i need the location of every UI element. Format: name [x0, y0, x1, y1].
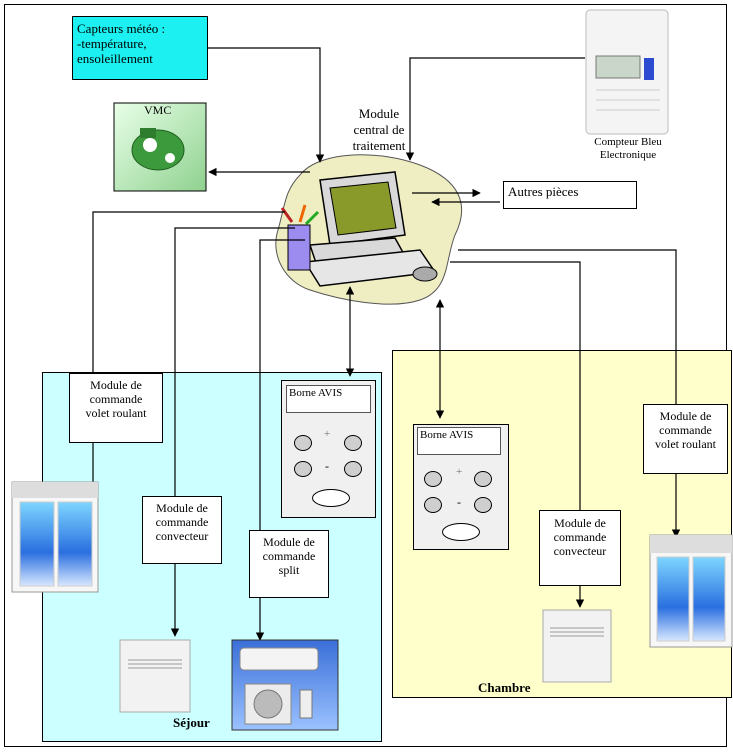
chambre-convecteur-module: Module de commande convecteur	[539, 510, 621, 586]
central-line1: Module	[358, 106, 400, 121]
sejour-room-label: Séjour	[173, 715, 210, 730]
sejour-split-module: Module de commande split	[249, 530, 329, 598]
chambre-conv-line3: convecteur	[553, 544, 607, 558]
sejour-split-line3: split	[278, 563, 300, 577]
weather-sensors-box: Capteurs météo : -température, ensoleill…	[72, 16, 208, 80]
sejour-btn-tr[interactable]	[344, 435, 362, 451]
sejour-conv-line2: commande	[155, 515, 209, 529]
computer-icon	[280, 171, 438, 287]
sejour-btn-tl[interactable]	[294, 435, 312, 451]
sejour-split-line2: commande	[262, 549, 316, 563]
chambre-btn-br[interactable]	[474, 497, 492, 513]
chambre-borne-screen: Borne AVIS	[417, 427, 501, 455]
chambre-volet-line2: commande	[659, 423, 712, 437]
sensors-line2: -température,	[77, 36, 147, 51]
chambre-volet-module: Module de commande volet roulant	[643, 404, 728, 474]
sejour-btn-br[interactable]	[344, 461, 362, 477]
sejour-borne-label: Borne AVIS	[289, 387, 343, 399]
sejour-split-line1: Module de	[263, 535, 315, 549]
central-module-label: Module central de traitement	[334, 106, 424, 154]
meter-line1: Compteur Bleu	[594, 136, 662, 148]
meter-label: Compteur Bleu Electronique	[580, 136, 676, 162]
chambre-btn-tl[interactable]	[424, 471, 442, 487]
sensors-line1: Capteurs météo :	[77, 21, 166, 36]
sejour-conv-line1: Module de	[156, 501, 208, 515]
sejour-borne-plus: +	[324, 428, 331, 440]
sejour-volet-line1: Module de	[90, 378, 142, 392]
chambre-conv-line1: Module de	[554, 516, 606, 530]
chambre-borne-avis[interactable]: Borne AVIS + -	[413, 424, 509, 550]
chambre-volet-line1: Module de	[659, 409, 712, 423]
other-rooms-box: Autres pièces	[503, 181, 637, 209]
chambre-btn-oval[interactable]	[442, 523, 480, 541]
sejour-volet-module: Module de commande volet roulant	[69, 373, 163, 443]
sejour-window-image	[11, 481, 99, 593]
chambre-borne-plus: +	[456, 466, 463, 478]
chambre-btn-tr[interactable]	[474, 471, 492, 487]
chambre-window-image	[649, 534, 733, 648]
sejour-volet-line2: commande	[89, 392, 143, 406]
split-unit-image	[231, 639, 339, 731]
sejour-convecteur-module: Module de commande convecteur	[142, 496, 222, 564]
meter-line2: Electronique	[599, 149, 657, 161]
sejour-volet-line3: volet roulant	[85, 406, 147, 420]
sejour-btn-bl[interactable]	[294, 461, 312, 477]
chambre-convector-image	[542, 609, 612, 683]
sejour-borne-minus: -	[325, 459, 329, 473]
other-rooms-label: Autres pièces	[508, 184, 579, 199]
sejour-btn-oval[interactable]	[312, 489, 350, 507]
sejour-borne-screen: Borne AVIS	[286, 385, 371, 413]
sensors-line3: ensoleillement	[77, 51, 153, 66]
chambre-room-label: Chambre	[478, 680, 531, 695]
chambre-volet-line3: volet roulant	[655, 437, 716, 451]
sejour-borne-avis[interactable]: Borne AVIS + -	[281, 380, 376, 518]
chambre-conv-line2: commande	[553, 530, 607, 544]
chambre-borne-label: Borne AVIS	[420, 429, 474, 441]
central-line3: traitement	[352, 138, 406, 153]
central-line2: central de	[353, 122, 405, 137]
vmc-label: VMC	[144, 103, 172, 117]
sejour-conv-line3: convecteur	[155, 529, 209, 543]
sejour-convector-image	[119, 639, 191, 713]
chambre-borne-minus: -	[457, 495, 461, 509]
chambre-btn-bl[interactable]	[424, 497, 442, 513]
vmc-image	[113, 102, 207, 192]
meter-image	[585, 9, 669, 135]
